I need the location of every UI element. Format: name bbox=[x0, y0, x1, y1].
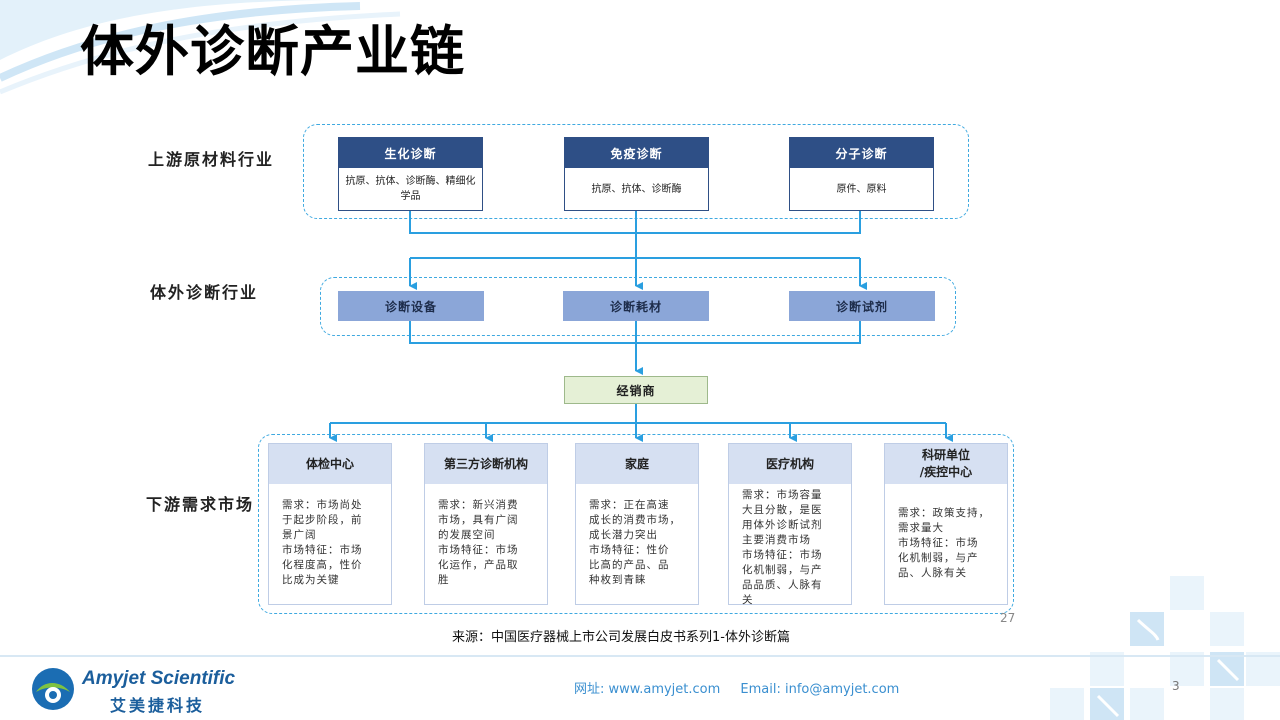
downstream-box-title: 医疗机构 bbox=[729, 444, 851, 484]
downstream-box-household: 家庭 需求：正在高速 成长的消费市场， 成长潜力突出 市场特征：性价 比高的产品… bbox=[575, 443, 699, 605]
downstream-box-text: 需求：新兴消费 市场，具有广阔 的发展空间 市场特征：市场 化运作，产品取 胜 bbox=[438, 499, 519, 586]
dna-tile-decoration bbox=[1050, 576, 1280, 720]
material-box-title: 分子诊断 bbox=[790, 138, 933, 168]
downstream-box-checkup-center: 体检中心 需求：市场尚处 于起步阶段，前 景广阔 市场特征：市场 化程度高，性价… bbox=[268, 443, 392, 605]
figure-page-number: 27 bbox=[1000, 611, 1016, 625]
industry-box-reagents: 诊断试剂 bbox=[789, 291, 935, 321]
downstream-box-title: 家庭 bbox=[576, 444, 698, 484]
downstream-box-research-cdc: 科研单位 /疾控中心 需求：政策支持， 需求量大 市场特征：市场 化机制弱，与产… bbox=[884, 443, 1008, 605]
row-label-ivd: 体外诊断行业 bbox=[150, 283, 259, 302]
source-caption: 来源：中国医疗器械上市公司发展白皮书系列1-体外诊断篇 bbox=[452, 630, 790, 645]
industry-box-consumables: 诊断耗材 bbox=[563, 291, 709, 321]
downstream-box-text: 需求：正在高速 成长的消费市场， 成长潜力突出 市场特征：性价 比高的产品、品 … bbox=[589, 499, 681, 586]
header-swoosh-decoration bbox=[0, 0, 401, 95]
downstream-box-text: 需求：市场尚处 于起步阶段，前 景广阔 市场特征：市场 化程度高，性价 比成为关… bbox=[282, 499, 363, 586]
downstream-box-text: 需求：市场容量 大且分散，是医 用体外诊断试剂 主要消费市场 市场特征：市场 化… bbox=[742, 489, 823, 606]
row-label-downstream: 下游需求市场 bbox=[146, 495, 255, 514]
material-box-text: 抗原、抗体、诊断酶、精细化学品 bbox=[345, 176, 476, 202]
slide-number: 3 bbox=[1172, 679, 1180, 693]
downstream-box-title: 第三方诊断机构 bbox=[425, 444, 547, 484]
downstream-box-medical-institutions: 医疗机构 需求：市场容量 大且分散，是医 用体外诊断试剂 主要消费市场 市场特征… bbox=[728, 443, 852, 606]
material-box-text: 原件、原料 bbox=[836, 183, 887, 195]
company-logo: Amyjet Scientific 艾美捷科技 bbox=[30, 664, 270, 716]
downstream-box-third-party-lab: 第三方诊断机构 需求：新兴消费 市场，具有广阔 的发展空间 市场特征：市场 化运… bbox=[424, 443, 548, 605]
material-box-molecular: 分子诊断 原件、原料 bbox=[789, 137, 934, 211]
page-title: 体外诊断产业链 bbox=[80, 20, 465, 83]
material-box-title: 免疫诊断 bbox=[565, 138, 708, 168]
downstream-box-text: 需求：政策支持， 需求量大 市场特征：市场 化机制弱，与产 品、人脉有关 bbox=[898, 507, 990, 579]
downstream-box-title: 科研单位 /疾控中心 bbox=[885, 444, 1007, 484]
downstream-box-title: 体检中心 bbox=[269, 444, 391, 484]
row-label-upstream: 上游原材料行业 bbox=[148, 150, 275, 169]
contact-info: 网址: www.amyjet.com Email: info@amyjet.co… bbox=[574, 678, 915, 697]
material-box-immuno: 免疫诊断 抗原、抗体、诊断酶 bbox=[564, 137, 709, 211]
website-link[interactable]: 网址: www.amyjet.com bbox=[574, 682, 721, 697]
logo-chinese-name: 艾美捷科技 bbox=[110, 696, 206, 715]
material-box-text: 抗原、抗体、诊断酶 bbox=[591, 183, 682, 195]
logo-english-name: Amyjet Scientific bbox=[82, 668, 236, 689]
distributor-box: 经销商 bbox=[564, 376, 708, 404]
logo-emblem-icon bbox=[32, 668, 74, 710]
industry-box-equipment: 诊断设备 bbox=[338, 291, 484, 321]
footer-divider bbox=[0, 655, 1280, 657]
email-link[interactable]: Email: info@amyjet.com bbox=[740, 682, 900, 697]
material-box-title: 生化诊断 bbox=[339, 138, 482, 168]
material-box-biochem: 生化诊断 抗原、抗体、诊断酶、精细化学品 bbox=[338, 137, 483, 211]
